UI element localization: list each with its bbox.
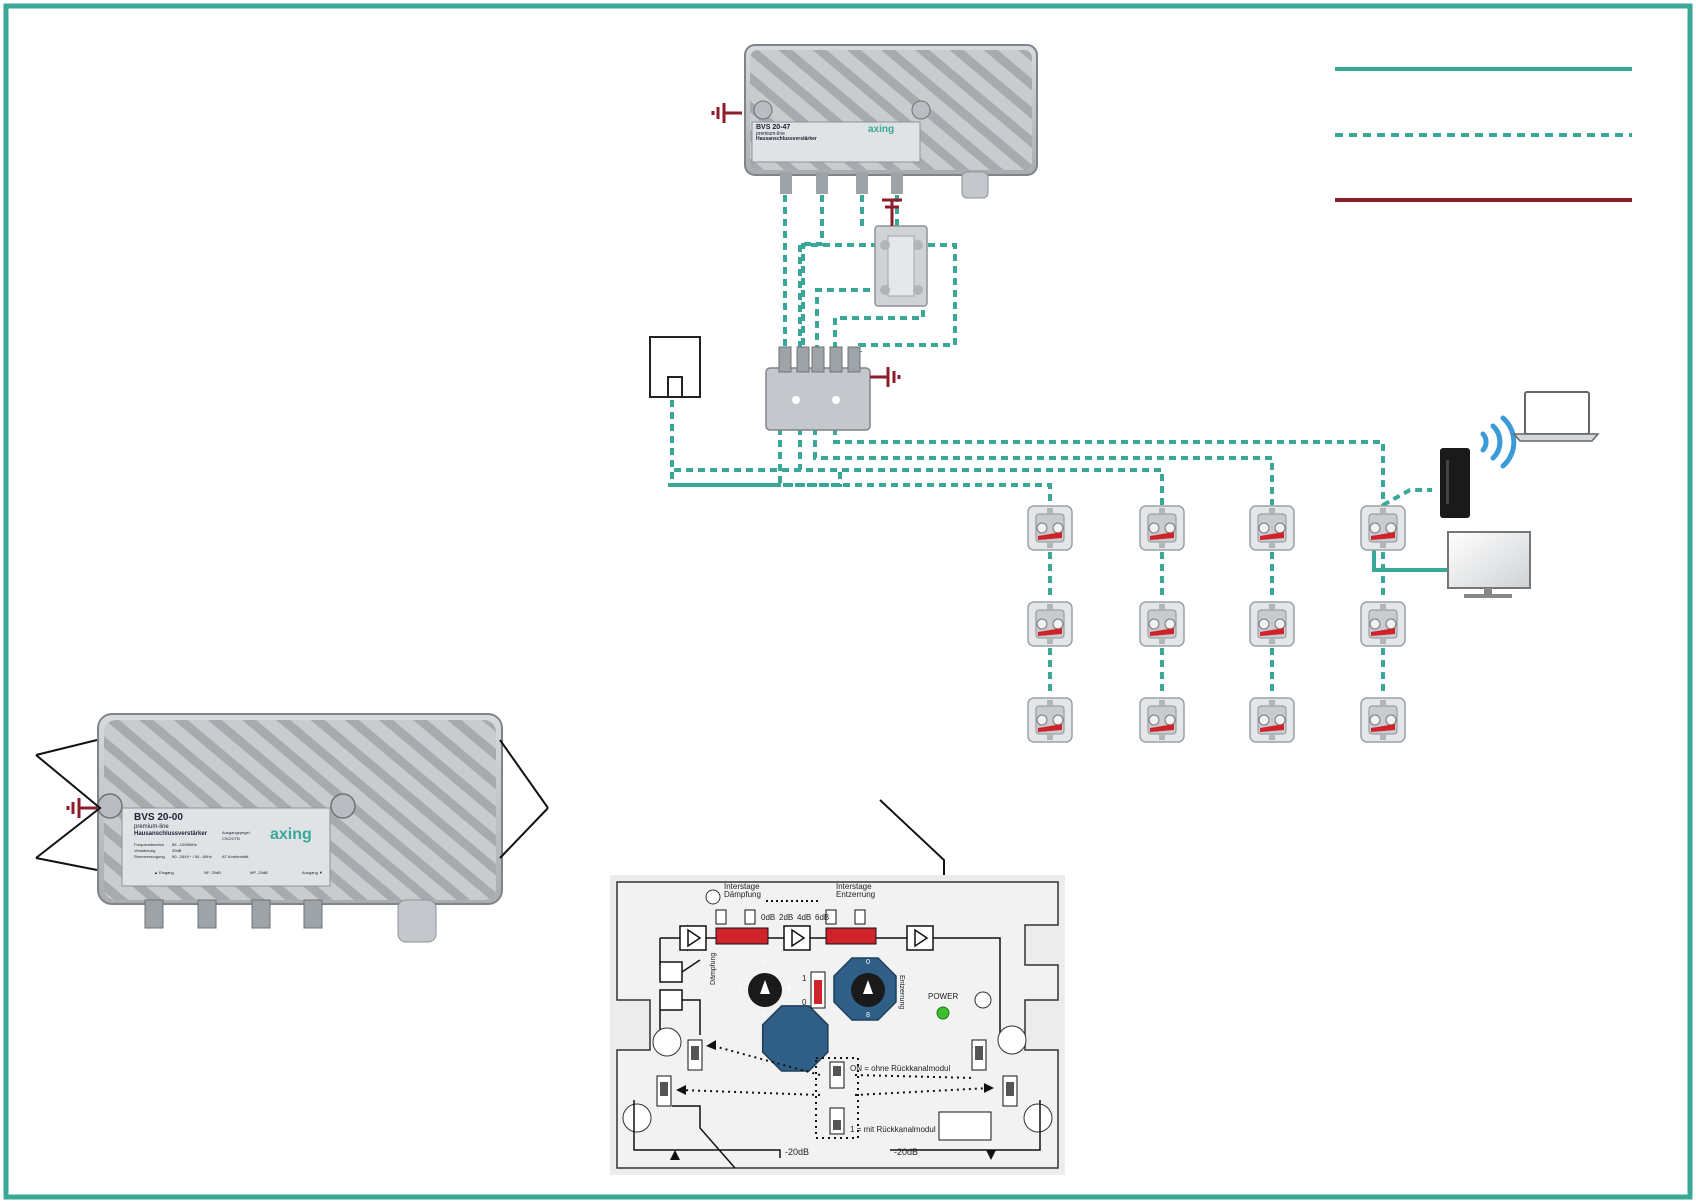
jumper-mark-1: 1 (802, 974, 807, 983)
dial-left-label: Dämpfung (710, 952, 717, 985)
interstage-right-label-1: Interstage (836, 882, 872, 891)
amp-top-subtitle: premium-line (756, 131, 785, 137)
amp-large-model: BVS 20-00 (134, 812, 183, 823)
amp-large-spec-val-2: 30dB (172, 848, 182, 853)
db-step-2: 2dB (779, 913, 794, 922)
dial-left-num-4: 4 (787, 986, 791, 993)
amp-large-spec-3: Stromversorgung (134, 854, 165, 859)
amp-large-spec-2: Verstärkung (134, 848, 156, 853)
switch-legend-1: 1 = mit Rückkanalmodul (850, 1125, 936, 1134)
amp-large-subtitle: premium-line (134, 824, 169, 830)
cable-modem (1440, 448, 1470, 518)
switch-legend-on: ON = ohne Rückkanalmodul (850, 1064, 951, 1073)
multiswitch (765, 346, 871, 431)
amp-large-spec-right-3: AT Konformität (222, 854, 249, 859)
dial-daempfung[interactable] (761, 1005, 829, 1072)
interstage-switch-right[interactable] (825, 927, 877, 945)
dial-left-num-2: 2 (738, 986, 742, 993)
dial-right-num-0: 0 (866, 959, 870, 966)
dial-right-num-8: 8 (866, 1012, 870, 1019)
wifi-icon (1480, 415, 1517, 469)
dial-left-num-8: 8 (763, 1012, 767, 1019)
dial-left-num-0: 0 (763, 959, 767, 966)
amp-large-name: Hausanschlussverstärker (134, 831, 208, 837)
amplifier-large (97, 713, 503, 943)
db-step-4: 4dB (797, 913, 812, 922)
board-diagram (610, 875, 1065, 1175)
amplifier-top (744, 44, 1038, 199)
amp-large-footer-1: ▲ Eingang (154, 870, 174, 875)
amp-top-name: Hausanschlussverstärker (756, 136, 817, 142)
wall-outlet-box (649, 336, 701, 398)
dial-right-label: Entzerrung (898, 975, 905, 1010)
power-label: POWER (928, 992, 959, 1001)
ground-symbol-splitter (882, 198, 902, 226)
socket-grid (1027, 505, 1406, 743)
jumper-mark-0: 0 (802, 998, 807, 1007)
amp-top-brand: axing (868, 124, 895, 135)
interstage-left-label-1: Interstage (724, 882, 760, 891)
amp-large-spec-right-2: CSO/CTB (222, 836, 240, 841)
ground-symbol-multiswitch (868, 365, 901, 389)
tv-icon (1447, 531, 1531, 598)
amp-large-footer-2: NF: 20dB (204, 870, 221, 875)
legend (1335, 67, 1632, 202)
interstage-right-label-2: Entzerrung (836, 890, 876, 899)
amp-large-spec-1: Frequenzbereich (134, 842, 165, 847)
splitter (874, 225, 928, 307)
db-step-0: 0dB (761, 913, 776, 922)
amp-large-brand: axing (270, 826, 312, 843)
amp-large-spec-val-1: 85...1006MHz (172, 842, 197, 847)
amp-large-footer-4: Ausgang ▼ (302, 870, 323, 875)
amp-large-spec-right-1: Ausgangspegel (222, 830, 250, 835)
test-point-right: -20dB (894, 1147, 919, 1157)
amp-large-footer-3: MP -20dB (250, 870, 268, 875)
coax-wiring (668, 195, 1432, 696)
interstage-left-label-2: Dämpfung (724, 890, 761, 899)
amp-top-model: BVS 20-47 (756, 124, 791, 131)
amp-large-spec-val-3: 90...264V~ / 50...60Hz (172, 854, 212, 859)
outer-frame (3, 3, 1693, 1200)
interstage-switch-left[interactable] (715, 927, 769, 945)
power-led (936, 1006, 950, 1020)
laptop-icon (1512, 391, 1600, 442)
db-step-6: 6dB (815, 913, 830, 922)
test-point-left: -20dB (785, 1147, 810, 1157)
ground-symbol-top-amp (711, 101, 744, 125)
